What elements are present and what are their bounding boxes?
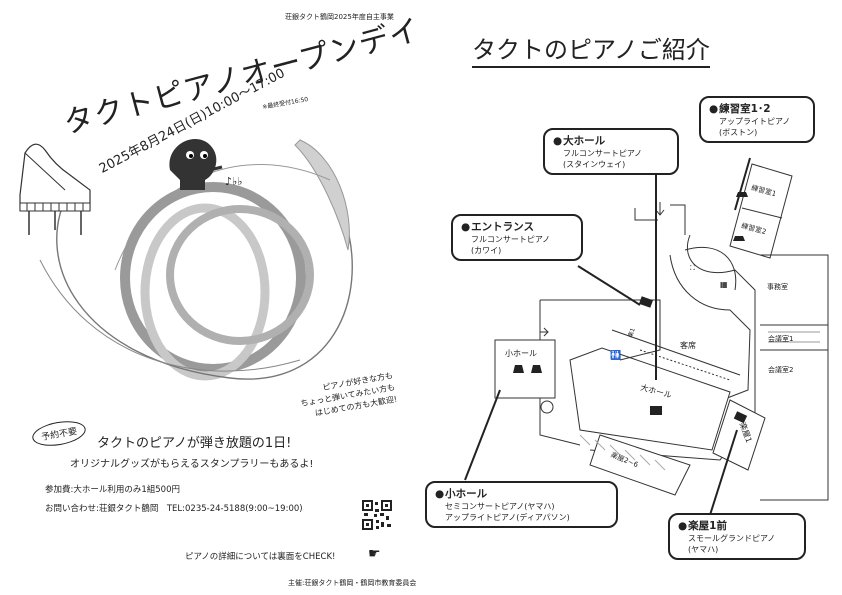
elevator-icon: ▦ [720, 280, 728, 289]
headline: タクトのピアノが弾き放題の1日! [97, 436, 292, 451]
ring-1 [120, 182, 306, 374]
callout-line: (カワイ) [471, 246, 502, 255]
callout-line: アップライトピアノ [719, 117, 791, 126]
ring-2 [140, 203, 270, 381]
restroom-icon: 🚻 [610, 349, 621, 361]
callout-line: (スタインウェイ) [563, 160, 626, 169]
stairs-icon: ⛶ [690, 264, 695, 272]
room-meeting1: 会議室1 [768, 335, 794, 343]
callout-dressing1: 楽屋1前 スモールグランドピアノ (ヤマハ) [668, 513, 806, 560]
piano-marker-icon [513, 365, 524, 373]
piano-marker-icon [733, 236, 745, 241]
subline: オリジナルグッズがもらえるスタンプラリーもあるよ! [70, 459, 314, 470]
mascot-icon [169, 139, 223, 190]
callout-title: 小ホール [435, 486, 610, 501]
room-meeting2: 会議室2 [768, 366, 794, 374]
fee-text: 参加費:大ホール利用のみ1組500円 [45, 485, 180, 495]
callout-main-hall: 大ホール フルコンサートピアノ (スタインウェイ) [543, 128, 679, 175]
callout-line: フルコンサートピアノ [471, 235, 551, 244]
piano-marker-icon [638, 296, 654, 308]
small-hall-outline [494, 339, 556, 399]
header-note: 荘銀タクト鶴岡2025年度自主事業 [285, 13, 394, 21]
callout-line: フルコンサートピアノ [563, 149, 643, 158]
no-reservation-badge: 予約不要 [30, 417, 88, 450]
piano-icon [19, 143, 91, 235]
room-small-hall: 小ホール [505, 349, 537, 358]
callout-line: (ボストン) [719, 128, 758, 137]
callout-title: 大ホール [553, 133, 671, 148]
swirl-ribbon [294, 139, 350, 251]
callout-title: エントランス [461, 219, 575, 234]
callout-entrance: エントランス フルコンサートピアノ (カワイ) [451, 214, 583, 261]
callout-title: 練習室1･2 [709, 101, 807, 116]
contact-text: お問い合わせ:荘銀タクト鶴岡 TEL:0235-24-5188(9:00~19:… [45, 504, 303, 514]
pointing-hand-icon: ☛ [368, 546, 381, 562]
callout-line: (ヤマハ) [688, 545, 719, 554]
swirl-line-2 [39, 259, 301, 372]
callout-small-hall: 小ホール セミコンサートピアノ(ヤマハ) アップライトピアノ(ディアパソン) [425, 481, 618, 528]
ring-3 [166, 205, 314, 345]
music-notes-icon: ♪♭♭ [225, 175, 243, 188]
callout-line: セミコンサートピアノ(ヤマハ) [445, 502, 555, 511]
callout-practice-rooms: 練習室1･2 アップライトピアノ (ボストン) [699, 96, 815, 143]
swirl-graphic [39, 139, 353, 381]
page-title: タクトのピアノご紹介 [472, 30, 710, 68]
piano-marker-icon [531, 365, 542, 373]
room-office: 事務室 [767, 283, 788, 291]
callout-line: スモールグランドピアノ [688, 534, 776, 543]
piano-marker-icon [733, 411, 748, 424]
office-block [760, 254, 829, 501]
main-hall-outline [569, 347, 731, 451]
floor-map: 🚻 ▦ ⛶ [494, 163, 829, 501]
piano-marker-icon [650, 406, 662, 415]
leader-lines [464, 157, 751, 516]
organizer-text: 主催:荘銀タクト鶴岡・鶴岡市教育委員会 [288, 579, 417, 587]
more-info-text: ピアノの詳細については裏面をCHECK! [185, 552, 336, 562]
callout-line: アップライトピアノ(ディアパソン) [445, 513, 570, 522]
practice-rooms-block [729, 163, 793, 259]
qr-code-icon[interactable] [362, 500, 392, 530]
room-seats: 客席 [680, 341, 696, 350]
callout-title: 楽屋1前 [678, 518, 798, 533]
